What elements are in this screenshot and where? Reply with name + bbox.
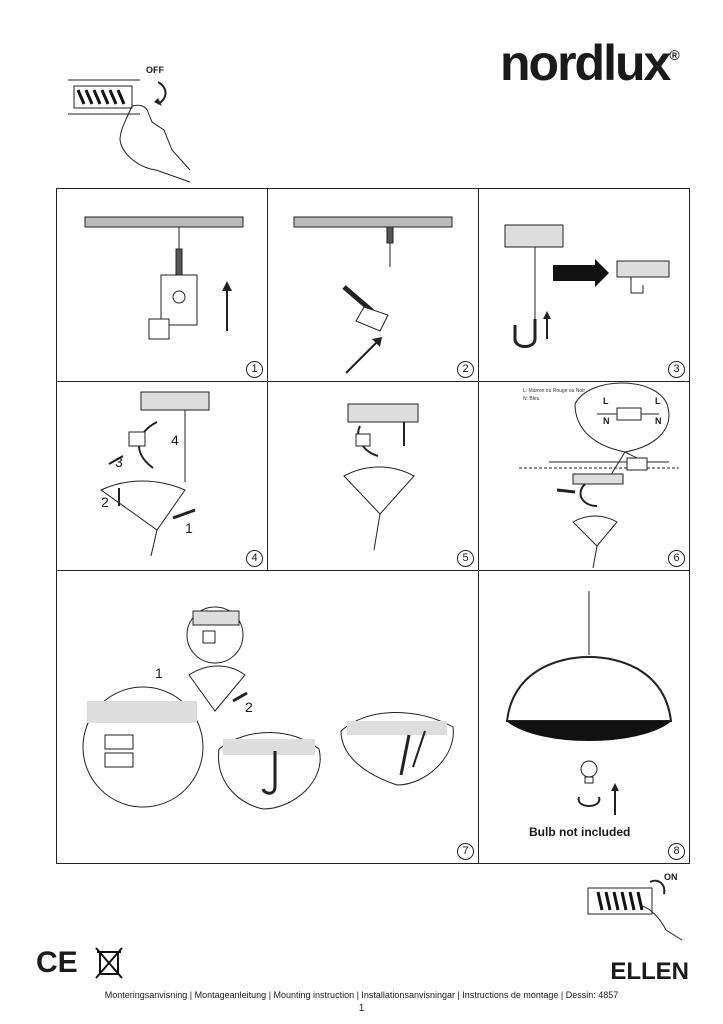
step-8-drawing [505,591,673,815]
step-5-drawing [343,403,419,551]
power-on-illustration: ON [580,870,690,942]
step-4-panel: 4 3 2 1 4 [56,381,268,571]
step-6-drawing [519,382,679,569]
step-5-panel: 5 [267,381,479,571]
step-7-drawing [82,606,454,810]
step-7-number: 7 [457,843,474,860]
step-8-panel: Bulb not included 8 [478,570,690,864]
step-7-seq-2: 2 [245,699,253,715]
brand-logo: nordlux® [500,35,680,91]
step-6-terminal-n-left: N [603,416,610,426]
step-4-seq-a: 4 [171,432,179,448]
step-3-drawing [504,224,670,348]
switch-off-drawing [68,79,191,183]
instruction-grid: 1 2 3 [56,188,690,864]
step-6-note-1: L: Marron ou Rouge ou Noir [523,388,585,394]
step-6-note-2: N: Bleu [523,396,540,402]
step-2-panel: 2 [267,188,479,382]
off-label: OFF [146,65,164,75]
step-1-panel: 1 [56,188,268,382]
step-1-drawing [84,216,244,340]
ce-mark: CE [36,946,78,979]
step-2-drawing [293,216,453,374]
bulb-caption: Bulb not included [529,825,631,839]
step-6-number: 6 [668,550,685,567]
step-6-terminal-l-left: L [603,396,609,406]
step-6-panel: L: Marron ou Rouge ou Noir N: Bleu L L N… [478,381,690,571]
step-7-seq-1: 1 [155,665,163,681]
step-4-drawing [100,391,210,557]
step-4-seq-d: 1 [185,520,193,536]
on-label: ON [664,872,678,882]
step-4-number: 4 [246,550,263,567]
step-1-number: 1 [246,361,263,378]
step-3-number: 3 [668,361,685,378]
page-number: 1 [358,1003,365,1014]
step-2-number: 2 [457,361,474,378]
switch-on-drawing [587,879,683,941]
step-6-terminal-n-right: N [655,416,662,426]
step-3-panel: 3 [478,188,690,382]
brand-name: nordlux [500,35,671,91]
step-5-number: 5 [457,550,474,567]
step-4-seq-c: 2 [101,494,109,510]
step-8-number: 8 [668,843,685,860]
step-7-panel: 1 2 7 [56,570,479,864]
step-4-seq-b: 3 [115,454,123,470]
power-off-illustration: OFF [60,60,200,185]
step-6-terminal-l-right: L [655,396,661,406]
brand-trademark: ® [669,47,679,63]
product-name: ELLEN [610,958,689,985]
weee-bin-icon [94,946,124,980]
footer-text: Monteringsanvisning | Montageanleitung |… [104,990,619,1000]
